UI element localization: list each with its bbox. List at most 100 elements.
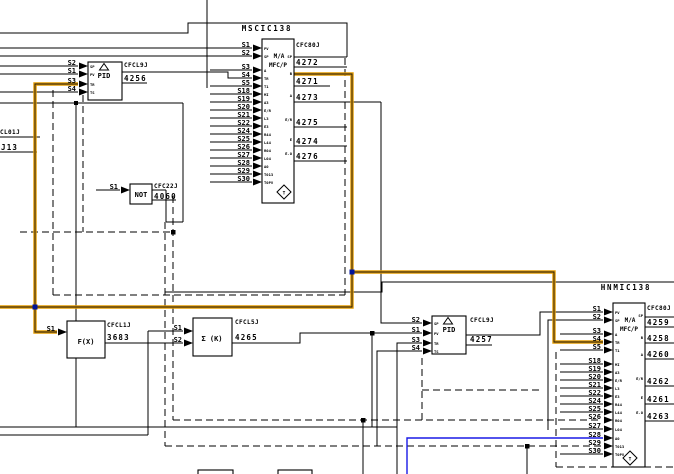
hnmic-input-label[interactable]: S28	[588, 431, 601, 439]
mscic-input-label[interactable]: S5	[242, 79, 250, 87]
pid1-output-ref[interactable]: 4256	[124, 74, 147, 83]
svg-text:SP: SP	[434, 321, 439, 326]
frame-left-ref[interactable]: J13	[1, 143, 18, 152]
hnmic-output-ref[interactable]: 4259	[647, 318, 670, 327]
mscic-input-label[interactable]: S28	[237, 159, 250, 167]
mscic-submode: MFC/P	[269, 62, 287, 69]
mscic-output-ref[interactable]: 4274	[296, 137, 319, 146]
pid1-input-arrows	[79, 62, 88, 96]
pid2-block[interactable]	[431, 315, 467, 355]
mscic-input-label[interactable]: S24	[237, 127, 250, 135]
svg-text:E/R: E/R	[636, 376, 644, 381]
pid2-input-label[interactable]: S1	[412, 326, 420, 334]
hnmic-input-label[interactable]: S30	[588, 447, 601, 455]
mscic-output-ref[interactable]: 4276	[296, 152, 319, 161]
svg-text:E3: E3	[615, 394, 620, 399]
hnmic-block[interactable]	[612, 302, 646, 468]
mscic-input-label[interactable]: S21	[237, 111, 250, 119]
hnmic-input-label[interactable]: S18	[588, 357, 601, 365]
hnmic-input-label[interactable]: S2	[593, 313, 601, 321]
hnmic-input-label[interactable]: S3	[593, 327, 601, 335]
svg-text:A3: A3	[615, 370, 620, 375]
pid2-output-ref[interactable]: 4257	[470, 335, 493, 344]
hnmic-input-label[interactable]: S1	[593, 305, 601, 313]
wire	[376, 350, 422, 446]
sum-block[interactable]	[192, 317, 233, 357]
mscic-input-label[interactable]: S18	[237, 87, 250, 95]
svg-text:R44: R44	[264, 132, 272, 137]
pid2-input-label[interactable]: S2	[412, 316, 420, 324]
pid1-block[interactable]	[87, 61, 123, 101]
hnmic-output-ref[interactable]: 4258	[647, 334, 670, 343]
mscic-input-label[interactable]: S3	[242, 63, 250, 71]
junction-dot	[171, 230, 176, 235]
svg-text:E/R: E/R	[615, 378, 623, 383]
clipped-block[interactable]	[277, 469, 313, 474]
fx-block[interactable]	[66, 320, 106, 359]
mscic-output-ref[interactable]: 4271	[296, 77, 319, 86]
pid1-input-label[interactable]: S2	[68, 59, 76, 67]
mscic-input-label[interactable]: S2	[242, 49, 250, 57]
svg-text:PV: PV	[615, 310, 620, 315]
mscic-input-label[interactable]: S26	[237, 143, 250, 151]
mscic-output-ref[interactable]: 4272	[296, 58, 319, 67]
hnmic-input-label[interactable]: S20	[588, 373, 601, 381]
junction-dot	[370, 331, 375, 336]
hnmic-input-label[interactable]: S29	[588, 439, 601, 447]
pid1-input-label[interactable]: S1	[68, 67, 76, 75]
not-block[interactable]	[129, 183, 153, 205]
mscic-input-label[interactable]: S22	[237, 119, 250, 127]
svg-text:SP: SP	[90, 64, 95, 69]
hnmic-output-ref[interactable]: 4262	[647, 377, 670, 386]
mscic-input-label[interactable]: S25	[237, 135, 250, 143]
hnmic-input-label[interactable]: S26	[588, 413, 601, 421]
fx-input-label[interactable]: S1	[47, 325, 55, 333]
sum-input-label[interactable]: S2	[174, 336, 182, 344]
hnmic-output-ref[interactable]: 4261	[647, 395, 670, 404]
not-output-ref[interactable]: 4060	[154, 192, 177, 201]
clipped-block[interactable]	[197, 469, 234, 474]
sum-input-label[interactable]: S1	[174, 324, 182, 332]
hnmic-input-label[interactable]: S27	[588, 422, 601, 430]
svg-text:TR: TR	[615, 340, 620, 345]
hnmic-output-ref[interactable]: 4263	[647, 412, 670, 421]
hnmic-input-label[interactable]: S25	[588, 405, 601, 413]
hnmic-input-label[interactable]: S24	[588, 397, 601, 405]
pid2-input-label[interactable]: S4	[412, 344, 420, 352]
mscic-input-label[interactable]: S27	[237, 151, 250, 159]
mscic-input-label[interactable]: S29	[237, 167, 250, 175]
sum-output-ref[interactable]: 4265	[235, 333, 258, 342]
junction-dot	[74, 101, 78, 105]
svg-text:E.O: E.O	[636, 410, 644, 415]
highlighted-route-orange[interactable]	[0, 72, 603, 344]
hnmic-input-label[interactable]: S5	[593, 343, 601, 351]
svg-text:TS: TS	[434, 349, 439, 354]
mscic-input-label[interactable]: S19	[237, 95, 250, 103]
hnmic-output-ref[interactable]: 4260	[647, 350, 670, 359]
not-input-label[interactable]: S1	[110, 183, 118, 191]
svg-text:E3: E3	[264, 124, 269, 129]
pid1-input-label[interactable]: S3	[68, 77, 76, 85]
hnmic-input-label[interactable]: S21	[588, 381, 601, 389]
mscic-input-label[interactable]: S4	[242, 71, 250, 79]
hnmic-input-label[interactable]: S19	[588, 365, 601, 373]
fx-output-ref[interactable]: 3683	[107, 333, 130, 342]
pid1-input-label[interactable]: S4	[68, 85, 76, 93]
junction-dots	[32, 101, 530, 449]
wire	[547, 319, 603, 430]
mscic-output-ref[interactable]: 4275	[296, 118, 319, 127]
svg-text:L44: L44	[615, 410, 623, 415]
mscic-block[interactable]	[261, 38, 295, 204]
mscic-input-label[interactable]: S1	[242, 41, 250, 49]
mscic-input-label[interactable]: S30	[237, 175, 250, 183]
mscic-output-ref[interactable]: 4273	[296, 93, 319, 102]
svg-text:A: A	[264, 68, 267, 73]
highlighted-route-blue[interactable]	[406, 437, 603, 474]
svg-text:A0: A0	[264, 164, 269, 169]
pid2-input-label[interactable]: S3	[412, 336, 420, 344]
mscic-input-label[interactable]: S20	[237, 103, 250, 111]
hnmic-input-label[interactable]: S4	[593, 335, 601, 343]
hnmic-input-label[interactable]: S22	[588, 389, 601, 397]
pid2-input-arrows	[423, 319, 432, 355]
